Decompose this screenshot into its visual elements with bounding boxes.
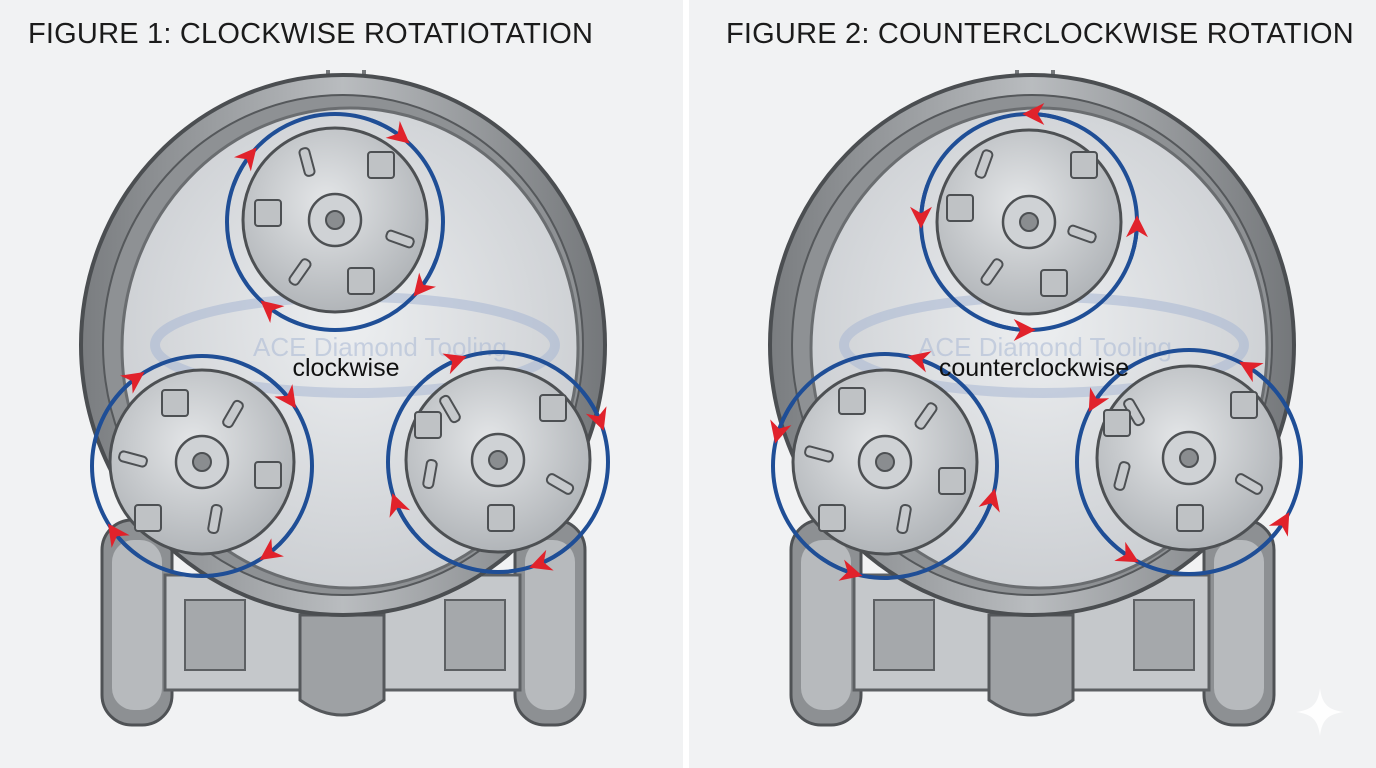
rotation-arrow (108, 523, 141, 558)
rotation-circle (225, 112, 445, 332)
rotation-arrow (975, 488, 1000, 532)
rotation-arrow (231, 147, 257, 186)
rotation-arrow (991, 319, 1036, 342)
rotation-arrow (909, 184, 932, 229)
rotation-arrow (110, 372, 145, 405)
rotation-arrow (1259, 512, 1290, 550)
rotation-arrow (770, 400, 795, 444)
rotation-arrow (1101, 532, 1139, 563)
rotation-arrow (413, 258, 439, 297)
rotation-circle (771, 352, 999, 580)
figure-2-panel: FIGURE 2: COUNTERCLOCKWISE ROTATION (689, 0, 1376, 768)
grinding-disc-right (404, 366, 592, 554)
figure-1-panel: FIGURE 1: CLOCKWISE ROTATIOTATION (0, 0, 683, 768)
rotation-label: clockwise (293, 354, 400, 382)
rotation-arrow (259, 527, 294, 560)
figure-2-title: FIGURE 2: COUNTERCLOCKWISE ROTATION (726, 18, 1354, 50)
watermark-text: ACE Diamond Tooling (918, 332, 1172, 362)
rotation-arrow (907, 351, 951, 376)
grinding-disc-top (935, 128, 1123, 316)
rotation-circle (1075, 348, 1303, 576)
rotation-circle (90, 354, 314, 578)
rotation-arrow (1088, 374, 1119, 412)
figure-1-machine: ACE Diamond Tooling (79, 70, 610, 727)
rotation-arrow (260, 300, 299, 326)
rotation-label: counterclockwise (939, 354, 1129, 382)
rotation-arrow (1022, 102, 1067, 125)
grinding-disc-top (241, 126, 429, 314)
rotation-arrow (426, 353, 467, 380)
rotation-arrows (770, 102, 1303, 581)
grinding-disc-left (108, 368, 296, 556)
rotation-arrow (1126, 215, 1149, 260)
rotation-arrow (819, 556, 863, 581)
rotation-arrow (529, 544, 570, 571)
rotation-arrow (371, 118, 410, 144)
rotation-arrow (263, 374, 296, 409)
panel-divider (683, 0, 689, 768)
rotation-arrow (389, 493, 416, 534)
rotation-arrow (1239, 361, 1277, 392)
sparkle-icon (1296, 688, 1344, 736)
rotation-arrow (580, 390, 607, 431)
rotation-arrows (90, 112, 610, 578)
grinding-disc-left (791, 368, 979, 556)
grinding-disc-right (1095, 364, 1283, 552)
rotation-circle (386, 350, 610, 574)
figure-2-machine: ACE Diamond Tooling (768, 70, 1303, 727)
figure-1-title: FIGURE 1: CLOCKWISE ROTATIOTATION (28, 18, 594, 50)
